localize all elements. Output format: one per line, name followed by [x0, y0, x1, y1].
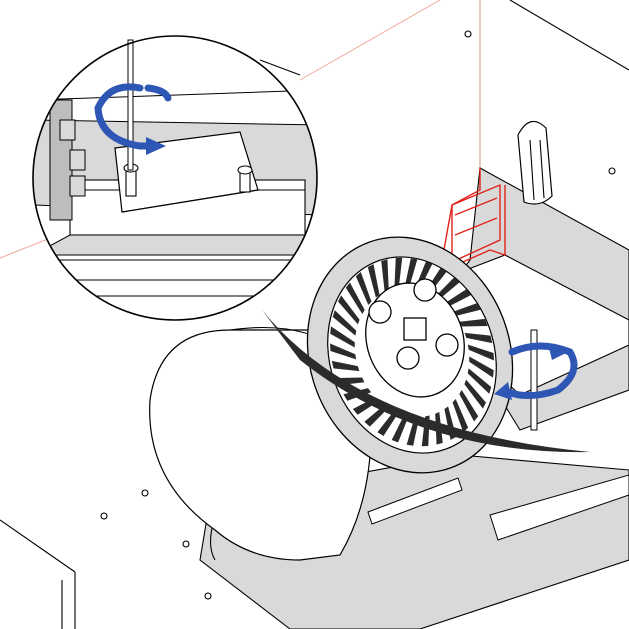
fan-blade	[464, 379, 486, 409]
fan-blade	[404, 258, 418, 288]
fan-blade	[467, 368, 492, 394]
fan-blade	[459, 389, 479, 422]
fan-blade	[444, 289, 472, 307]
fan-blade	[467, 344, 495, 361]
top-frame	[259, 59, 301, 76]
screwdriver-icon	[127, 39, 134, 171]
fan-blade	[377, 411, 399, 436]
fan-blade	[391, 415, 409, 443]
fan-blade	[367, 264, 380, 298]
fan-blade	[464, 332, 493, 344]
fan-blade	[338, 295, 360, 325]
fan-blade	[435, 277, 460, 299]
screwdriver	[517, 120, 553, 431]
fan-blade	[469, 356, 494, 378]
fan-blade	[381, 259, 389, 293]
fan-blade	[452, 398, 469, 433]
fan-blade	[345, 282, 365, 315]
fan-blade	[332, 310, 357, 336]
swoosh-arrow	[262, 310, 590, 453]
rotate-arrow-icon	[94, 83, 172, 155]
fan-blade	[330, 326, 355, 348]
fan-blade	[331, 360, 360, 372]
detail-magnifier	[32, 35, 318, 321]
mounting-bracket	[439, 168, 506, 273]
fan-blade	[459, 318, 488, 327]
fan-blades	[329, 257, 495, 447]
rotate-arrow-icon	[494, 342, 578, 400]
fan-blade	[329, 343, 357, 360]
fan-blade	[355, 271, 372, 306]
fan-blade	[452, 303, 481, 316]
fan-blade	[394, 257, 403, 289]
